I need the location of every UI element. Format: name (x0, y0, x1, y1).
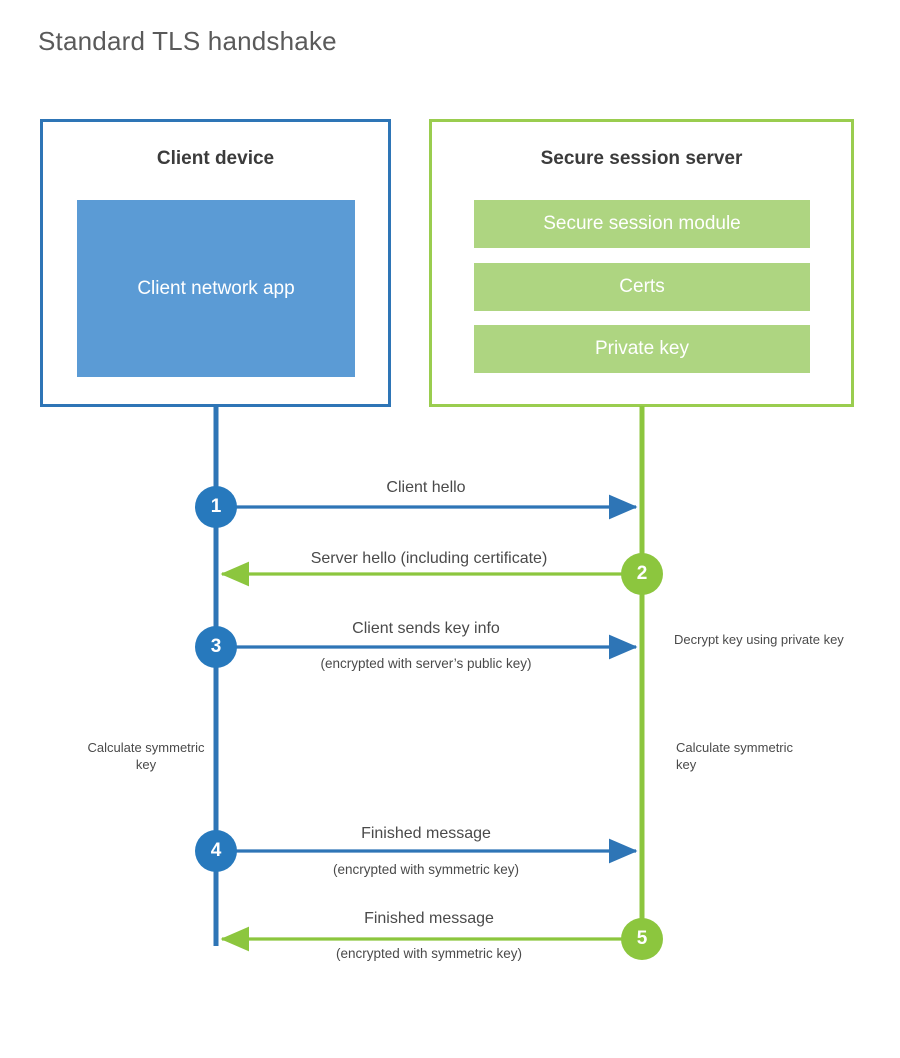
step-marker-1[interactable]: 1 (195, 486, 237, 528)
step-marker-5[interactable]: 5 (621, 918, 663, 960)
message-label-step-3: Client sends key info (352, 620, 500, 637)
server-module-certs: Certs (474, 263, 810, 311)
step-marker-2[interactable]: 2 (621, 553, 663, 595)
message-sublabel-step-3: (encrypted with server’s public key) (320, 656, 532, 671)
step-marker-4[interactable]: 4 (195, 830, 237, 872)
step-marker-3[interactable]: 3 (195, 626, 237, 668)
secure-session-server-box: Secure session server Secure session mod… (429, 119, 854, 407)
client-device-box: Client device Client network app (40, 119, 391, 407)
server-module-private-key: Private key (474, 325, 810, 373)
client-device-title: Client device (156, 148, 275, 169)
annotation-client-calculate-symmetric-key: Calculate symmetric key (87, 740, 205, 772)
server-module-secure-session-module: Secure session module (474, 200, 810, 248)
message-label-step-4: Finished message (361, 825, 491, 842)
message-label-step-5: Finished message (364, 910, 494, 927)
client-network-app-block: Client network app (77, 200, 355, 377)
annotation-server-calculate-symmetric-key: Calculate symmetric key (676, 740, 794, 772)
message-label-step-1: Client hello (386, 479, 466, 496)
message-label-step-2: Server hello (including certificate) (310, 550, 548, 567)
page-title: Standard TLS handshake (38, 26, 337, 56)
annotation-decrypt-key: Decrypt key using private key (674, 632, 844, 647)
secure-session-server-title: Secure session server (540, 148, 743, 169)
message-sublabel-step-5: (encrypted with symmetric key) (335, 946, 523, 961)
message-sublabel-step-4: (encrypted with symmetric key) (332, 862, 520, 877)
